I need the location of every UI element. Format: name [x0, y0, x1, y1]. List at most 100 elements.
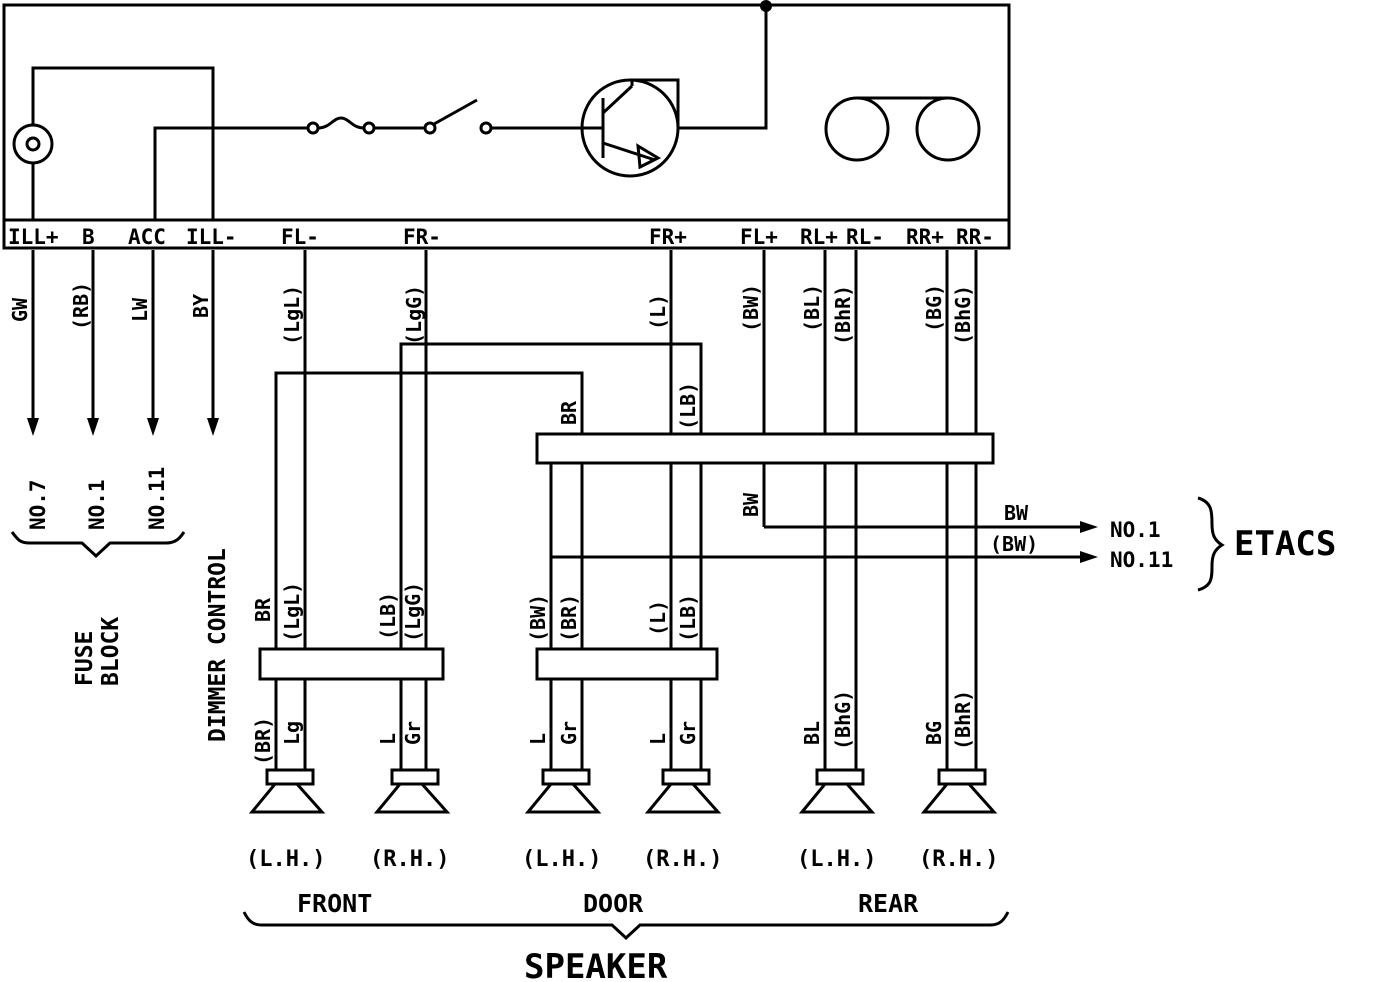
rear-lh-outer: BL	[800, 721, 824, 745]
rear-rh-outer: BG	[922, 721, 946, 745]
door-lh-outer-bot: L	[526, 733, 550, 745]
door-lh-inner-bot: Gr	[557, 721, 581, 745]
wire-rl-minus: (BhR)	[831, 285, 855, 345]
speaker-icon	[524, 768, 602, 814]
wire-fl-minus: (LgL)	[280, 285, 304, 345]
door-rh-inner-bot: Gr	[676, 721, 700, 745]
wire-b: (RB)	[69, 282, 93, 330]
fuse-no7: NO.7	[26, 479, 50, 530]
terminal-fl-plus: FL+	[740, 225, 778, 249]
speaker-side-rear-lh: (L.H.)	[797, 847, 876, 872]
terminal-rr-plus: RR+	[906, 225, 944, 249]
arrow-down-icon	[87, 418, 99, 436]
fuse-block-line2: BLOCK	[98, 617, 124, 686]
arrow-right-icon	[1080, 521, 1098, 533]
door-connector	[535, 647, 719, 681]
speaker-brace	[242, 911, 1010, 941]
terminal-fl-minus: FL-	[281, 225, 319, 249]
terminal-acc: ACC	[128, 225, 166, 249]
etacs-brace	[1197, 496, 1225, 592]
front-rh-inner-top: (LgG)	[401, 582, 425, 642]
speaker-icon	[920, 768, 998, 814]
front-rh-outer-top: (LB)	[376, 592, 400, 640]
speaker-icon	[373, 768, 451, 814]
terminal-rl-plus: RL+	[800, 225, 838, 249]
etacs-wire-bw-paren: (BW)	[990, 532, 1038, 556]
speaker-side-front-lh: (L.H.)	[246, 847, 325, 872]
junction-lb: (LB)	[676, 382, 700, 430]
door-lh-outer-top: (BW)	[526, 594, 550, 642]
lamp-icon	[12, 123, 54, 165]
speaker-side-rear-rh: (R.H.)	[919, 847, 998, 872]
dimmer-control-label: DIMMER CONTROL	[205, 548, 231, 742]
front-lh-inner-bot: Lg	[280, 721, 304, 745]
speaker-side-door-lh: (L.H.)	[522, 847, 601, 872]
fuse-icon	[306, 116, 376, 135]
speaker-group-rear: REAR	[858, 889, 919, 918]
fuse-no1: NO.1	[85, 479, 109, 530]
speaker-icon	[798, 768, 876, 814]
terminal-ill-plus: ILL+	[8, 225, 59, 249]
arrow-down-icon	[27, 418, 39, 436]
lamp-wiring	[31, 66, 215, 220]
speaker-icon	[644, 768, 722, 814]
wire-rl-plus: (BL)	[800, 284, 824, 332]
wire-ill-minus: BY	[189, 294, 213, 318]
wire-ill-plus: GW	[8, 297, 32, 322]
arrow-right-icon	[1080, 551, 1098, 563]
front-rh-inner-bot: Gr	[401, 721, 425, 745]
door-rh-outer-top: (L)	[646, 600, 670, 636]
terminal-rr-minus: RR-	[956, 225, 994, 249]
etacs-label: ETACS	[1234, 524, 1336, 564]
switch-icon	[423, 98, 493, 135]
wire-acc: LW	[128, 297, 152, 322]
power-leads: GW (RB) LW BY NO.7 NO.1 NO.11 FUSE BLOCK…	[8, 250, 231, 742]
terminal-fr-minus: FR-	[403, 225, 441, 249]
rear-lh-inner: (BhG)	[831, 690, 855, 750]
terminal-rl-minus: RL-	[846, 225, 884, 249]
arrow-down-icon	[147, 418, 159, 436]
speaker-side-front-rh: (R.H.)	[370, 847, 449, 872]
junction-bw: BW	[739, 492, 763, 517]
front-rh-outer-bot: L	[376, 733, 400, 745]
speaker-icon	[248, 768, 326, 814]
door-rh-inner-top: (LB)	[676, 594, 700, 642]
upper-connector	[535, 432, 995, 465]
fuse-no11: NO.11	[145, 467, 169, 530]
rear-rh-inner: (BhR)	[951, 690, 975, 750]
terminal-fr-plus: FR+	[649, 225, 687, 249]
etacs-no11: NO.11	[1110, 548, 1173, 572]
front-lh-outer-bot: (BR)	[251, 717, 275, 765]
speaker-group-front: FRONT	[297, 889, 372, 918]
radio-unit: ILL+ B ACC ILL- FL- FR- FR+ FL+ RL+ RL- …	[2, 0, 1011, 250]
speaker-harness: (LgL) (LgG) (L) (BW) (BL) (BhR) (BG) (Bh…	[251, 250, 1336, 770]
junction-dot	[760, 0, 772, 12]
etacs-no1: NO.1	[1110, 518, 1161, 542]
speaker-side-door-rh: (R.H.)	[643, 847, 722, 872]
wire-rr-minus: (BhG)	[951, 285, 975, 345]
door-rh-outer-bot: L	[646, 733, 670, 745]
radio-unit-box	[2, 3, 1011, 250]
tape-reel-icon	[824, 96, 981, 162]
fuse-block-brace	[10, 531, 186, 559]
arrow-down-icon	[207, 418, 219, 436]
terminal-b: B	[82, 225, 95, 249]
terminal-ill-minus: ILL-	[186, 225, 237, 249]
terminal-labels: ILL+ B ACC ILL- FL- FR- FR+ FL+ RL+ RL- …	[8, 225, 994, 249]
acc-wiring	[153, 126, 307, 220]
junction-br: BR	[557, 400, 581, 425]
speaker-group-door: DOOR	[583, 889, 644, 918]
speaker-title: SPEAKER	[524, 947, 668, 982]
etacs-wire-bw: BW	[1004, 501, 1029, 525]
wire-fr-plus: (L)	[646, 294, 670, 330]
wire-fr-minus: (LgG)	[402, 285, 426, 345]
front-connector	[258, 647, 445, 681]
wire-fl-plus: (BW)	[739, 284, 763, 332]
transistor-output-wire	[630, 5, 768, 130]
wire-rr-plus: (BG)	[922, 284, 946, 332]
speakers: (L.H.) (R.H.) (L.H.) (R.H.) (L.H.) (R.H.…	[242, 768, 1010, 982]
door-lh-inner-top: (BR)	[557, 594, 581, 642]
front-lh-inner-top: (LgL)	[280, 582, 304, 642]
front-lh-outer-top: BR	[251, 597, 275, 622]
